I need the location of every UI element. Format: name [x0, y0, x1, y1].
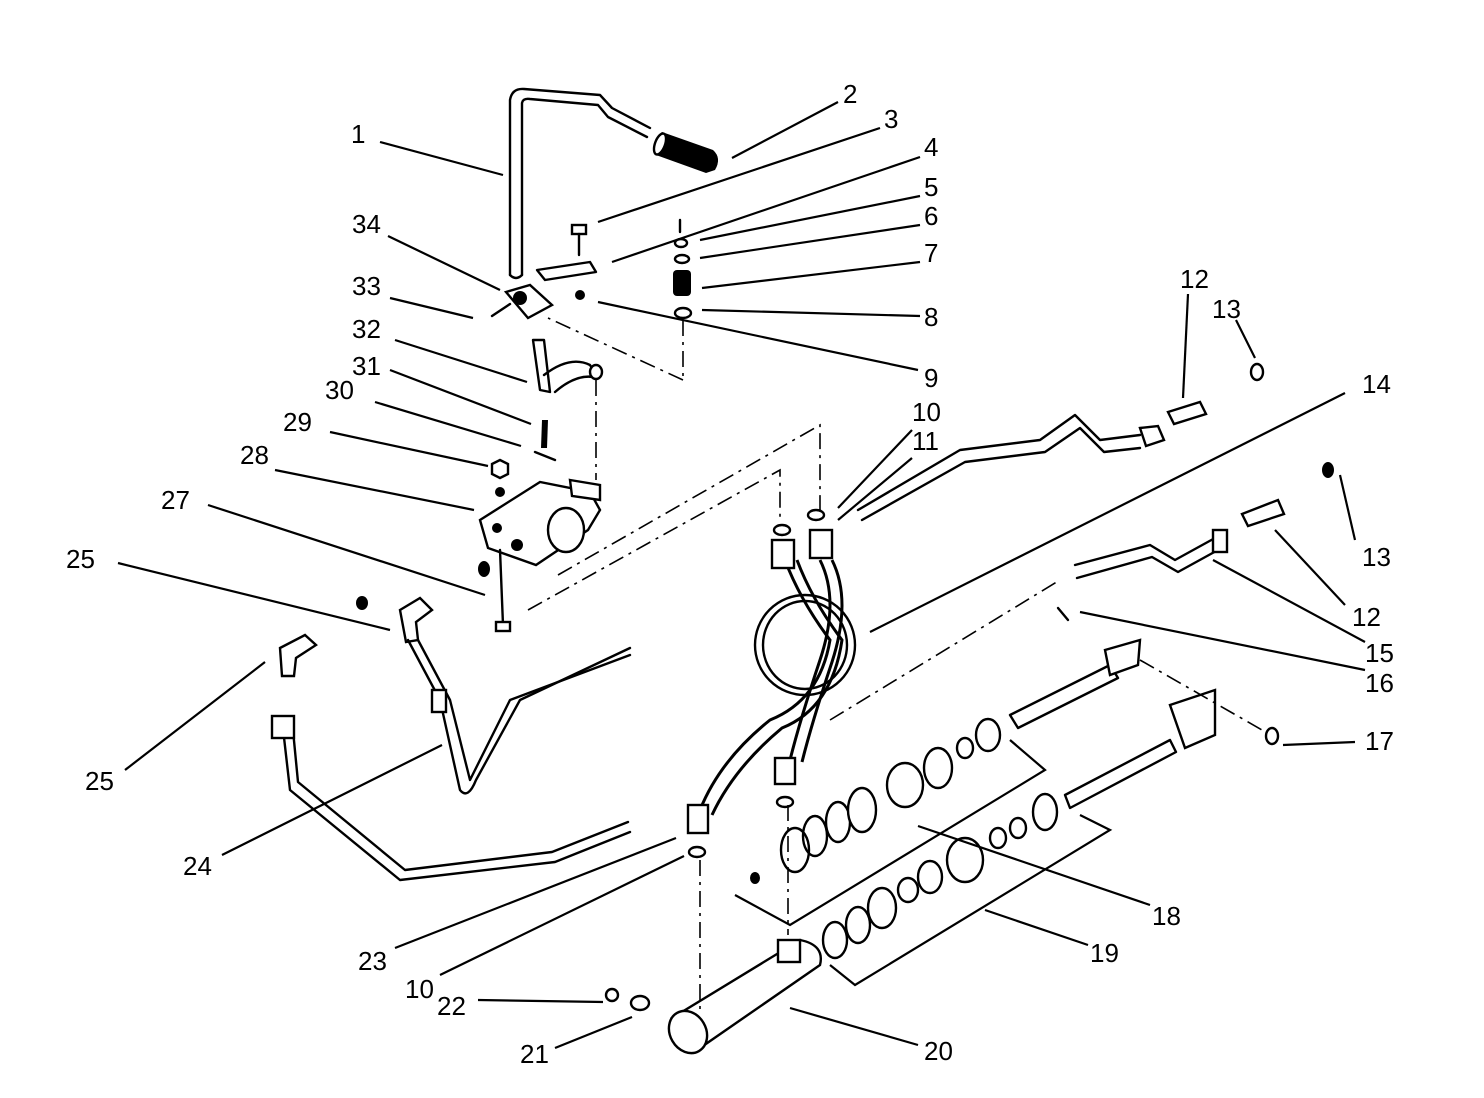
- callout-11: 11: [912, 426, 939, 456]
- callout-15: 15: [1365, 638, 1394, 668]
- callout-21: 21: [520, 1039, 549, 1069]
- callout-24: 24: [183, 851, 212, 881]
- callout-28: 28: [240, 440, 269, 470]
- handle-grip: [652, 132, 719, 173]
- callout-10b: 10: [405, 974, 434, 1004]
- callout-6: 6: [924, 201, 938, 231]
- callout-33: 33: [352, 271, 381, 301]
- callout-10a: 10: [912, 397, 941, 427]
- callout-7: 7: [924, 238, 938, 268]
- callout-2: 2: [843, 79, 857, 109]
- callout-30: 30: [325, 375, 354, 405]
- callout-31: 31: [352, 351, 381, 381]
- callout-17: 17: [1365, 726, 1394, 756]
- seal-kit-upper: [750, 638, 1142, 884]
- callout-29: 29: [283, 407, 312, 437]
- steel-tubes: [270, 528, 1229, 882]
- link-arm: [531, 338, 604, 480]
- callout-25a: 25: [66, 544, 95, 574]
- callout-22: 22: [437, 991, 466, 1021]
- callout-13a: 13: [1212, 294, 1241, 324]
- centerlines: [527, 423, 1061, 721]
- callout-4: 4: [924, 132, 938, 162]
- callout-8: 8: [924, 302, 938, 332]
- pivot-block: [490, 283, 555, 320]
- spring-pin: [533, 420, 557, 462]
- upper-tube: [856, 362, 1334, 528]
- callout-12b: 12: [1352, 602, 1381, 632]
- callout-19: 19: [1090, 938, 1119, 968]
- hydraulic-cylinder: [604, 805, 822, 1055]
- callout-5: 5: [924, 172, 938, 202]
- callout-20: 20: [924, 1036, 953, 1066]
- control-valve: [478, 458, 602, 567]
- callout-23: 23: [358, 946, 387, 976]
- callout-27: 27: [161, 485, 190, 515]
- callout-25b: 25: [85, 766, 114, 796]
- bracket: [535, 260, 598, 300]
- callout-16: 16: [1365, 668, 1394, 698]
- valve-bolt: [494, 548, 512, 633]
- spring-stack: [547, 218, 693, 381]
- callout-14: 14: [1362, 369, 1391, 399]
- callout-3: 3: [884, 104, 898, 134]
- seal-kit-lower: [821, 606, 1280, 960]
- leader-lines: [117, 101, 1366, 1050]
- callout-34: 34: [352, 209, 381, 239]
- callout-labels: 1 2 3 4 5 6 7 8 9 10 10 11 12 12 13 13 1…: [66, 79, 1394, 1069]
- callout-13b: 13: [1362, 542, 1391, 572]
- callout-32: 32: [352, 314, 381, 344]
- elbow-fittings: [278, 561, 490, 678]
- kit-brackets: [734, 739, 1113, 987]
- control-lever: [508, 87, 652, 280]
- callout-12a: 12: [1180, 264, 1209, 294]
- callout-9: 9: [924, 363, 938, 393]
- screw: [570, 223, 588, 257]
- callout-1: 1: [351, 119, 365, 149]
- hydraulic-hoses: [686, 508, 857, 859]
- callout-18: 18: [1152, 901, 1181, 931]
